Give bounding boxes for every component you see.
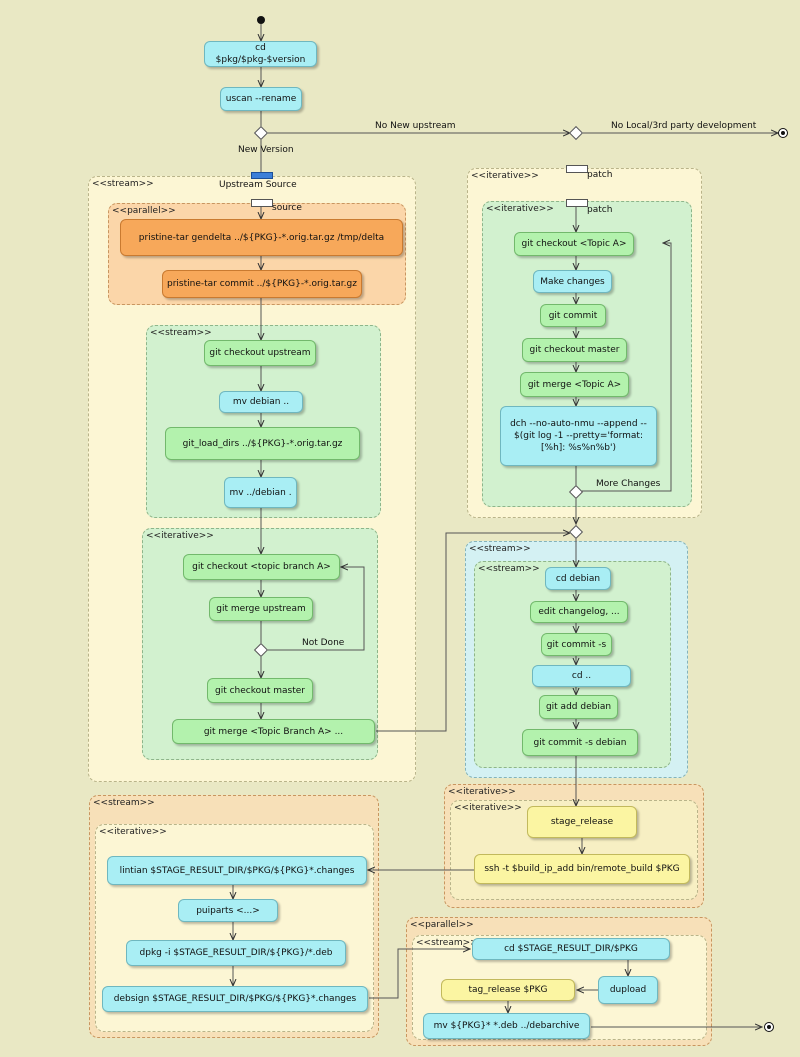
stereotype-stream-release: <<stream>> [416, 938, 478, 948]
label-upstream-source: Upstream Source [219, 180, 297, 190]
label-patch-outer: patch [587, 170, 613, 180]
node-git-checkout-master-1[interactable]: git checkout master [207, 678, 313, 703]
node-puiparts[interactable]: puiparts <...> [178, 899, 278, 922]
stereotype-stream-load: <<stream>> [150, 328, 212, 338]
node-git-merge-topic-a[interactable]: git merge <Topic A> [520, 372, 629, 397]
stereotype-iterative-build-inner: <<iterative>> [454, 803, 522, 813]
label-source: source [272, 203, 302, 213]
node-mv-debian[interactable]: mv debian .. [219, 391, 303, 413]
stereotype-stream-debian: <<stream>> [469, 544, 531, 554]
stereotype-stream-check: <<stream>> [93, 798, 155, 808]
initial-node [257, 16, 265, 24]
node-dch[interactable]: dch --no-auto-nmu --append -- $(git log … [500, 406, 657, 466]
node-make-changes[interactable]: Make changes [533, 270, 612, 293]
node-dpkg-i[interactable]: dpkg -i $STAGE_RESULT_DIR/${PKG}/*.deb [126, 940, 346, 966]
stereotype-iterative-merge: <<iterative>> [146, 531, 214, 541]
node-ssh-build[interactable]: ssh -t $build_ip_add bin/remote_build $P… [474, 854, 690, 884]
decision-local-dev [568, 125, 584, 141]
node-git-checkout-upstream[interactable]: git checkout upstream [204, 340, 316, 366]
label-new-version: New Version [238, 145, 294, 155]
stereotype-stream-debian-inner: <<stream>> [478, 564, 540, 574]
node-mv-debarchive[interactable]: mv ${PKG}* *.deb ../debarchive [423, 1013, 590, 1039]
join-merge [568, 524, 584, 540]
node-edit-changelog[interactable]: edit changelog, ... [530, 601, 628, 623]
node-git-checkout-topic-a[interactable]: git checkout <Topic A> [514, 232, 634, 256]
stereotype-iterative-patch-outer: <<iterative>> [471, 171, 539, 181]
node-cd-debian[interactable]: cd debian [545, 567, 611, 590]
node-dupload[interactable]: dupload [598, 976, 658, 1004]
pin-patch-outer [566, 165, 588, 173]
final-node-bottom [764, 1022, 774, 1032]
label-not-done: Not Done [302, 638, 345, 648]
node-git-commit[interactable]: git commit [540, 304, 606, 327]
label-no-new-upstream: No New upstream [375, 121, 456, 131]
final-node-top [778, 128, 788, 138]
node-stage-release[interactable]: stage_release [527, 806, 637, 838]
node-pristine-commit[interactable]: pristine-tar commit ../${PKG}-*.orig.tar… [162, 270, 362, 298]
node-cd-pkg[interactable]: cd $pkg/$pkg-$version [204, 41, 317, 67]
node-cd-stage-result[interactable]: cd $STAGE_RESULT_DIR/$PKG [472, 938, 670, 960]
node-tag-release[interactable]: tag_release $PKG [441, 979, 575, 1001]
decision-new-upstream [253, 125, 269, 141]
node-git-add-debian[interactable]: git add debian [539, 695, 618, 719]
label-more-changes: More Changes [596, 479, 661, 489]
pin-upstream-source [251, 172, 273, 179]
stereotype-parallel-pristine: <<parallel>> [112, 206, 176, 216]
node-git-merge-upstream[interactable]: git merge upstream [209, 597, 313, 621]
stereotype-parallel-release: <<parallel>> [410, 920, 474, 930]
pin-source [251, 199, 273, 207]
stereotype-iterative-patch-inner: <<iterative>> [486, 204, 554, 214]
node-pristine-gendelta[interactable]: pristine-tar gendelta ../${PKG}-*.orig.t… [120, 219, 403, 256]
node-debsign[interactable]: debsign $STAGE_RESULT_DIR/$PKG/${PKG}*.c… [102, 986, 368, 1012]
node-mv-back-debian[interactable]: mv ../debian . [224, 477, 297, 508]
stereotype-iterative-check: <<iterative>> [99, 827, 167, 837]
node-lintian[interactable]: lintian $STAGE_RESULT_DIR/$PKG/${PKG}*.c… [107, 856, 367, 885]
stereotype-iterative-build-outer: <<iterative>> [448, 787, 516, 797]
node-cd-up[interactable]: cd .. [532, 665, 631, 687]
node-git-merge-topic-branch[interactable]: git merge <Topic Branch A> ... [172, 719, 375, 744]
node-git-load-dirs[interactable]: git_load_dirs ../${PKG}-*.orig.tar.gz [165, 427, 360, 460]
node-git-commit-s-debian[interactable]: git commit -s debian [522, 729, 638, 756]
stereotype-stream-upstream: <<stream>> [92, 179, 154, 189]
label-no-local-dev: No Local/3rd party development [611, 121, 757, 131]
node-git-checkout-master-2[interactable]: git checkout master [522, 338, 627, 362]
node-git-checkout-topic-branch[interactable]: git checkout <topic branch A> [183, 554, 340, 580]
node-git-commit-s[interactable]: git commit -s [541, 633, 612, 656]
node-uscan[interactable]: uscan --rename [220, 87, 302, 111]
pin-patch-inner [566, 199, 588, 207]
label-patch-inner: patch [587, 205, 613, 215]
